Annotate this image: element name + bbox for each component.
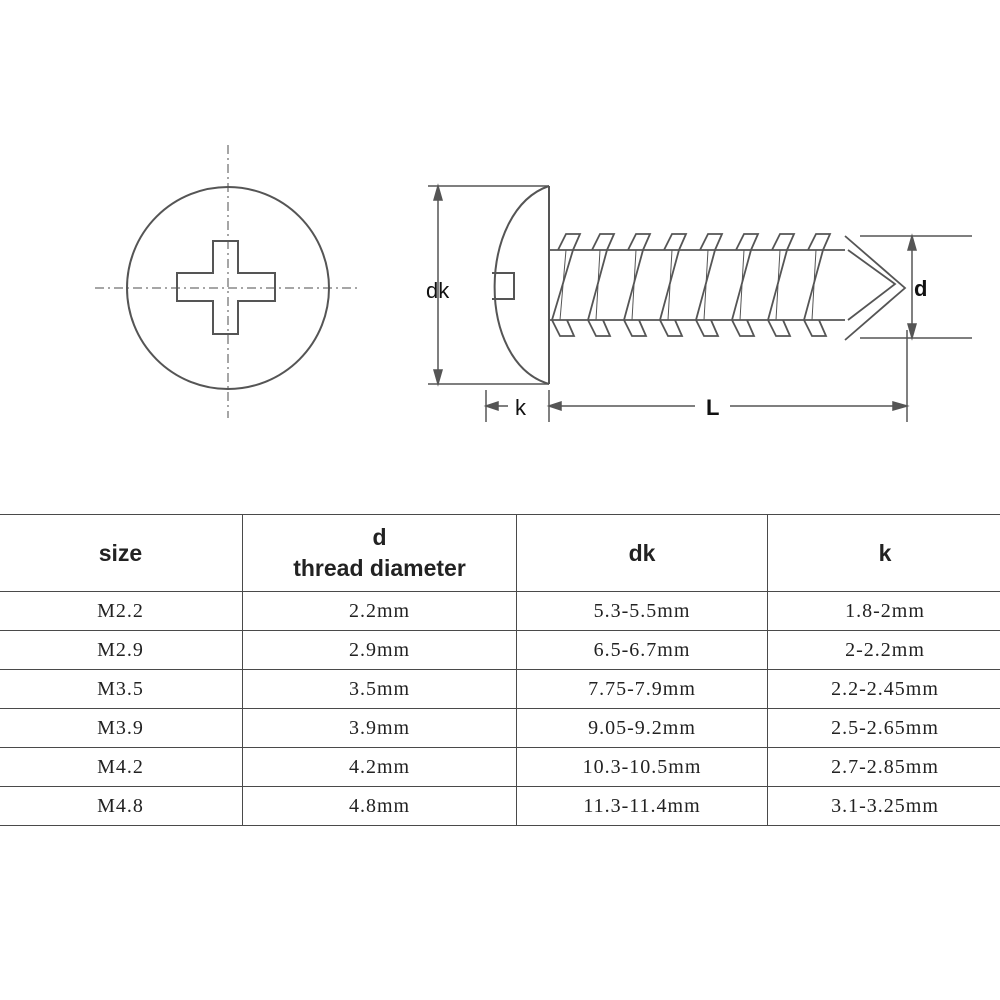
d-arrow-top <box>907 233 917 251</box>
cell-dk: 11.3-11.4mm <box>516 786 768 826</box>
dimension-lines <box>428 183 972 422</box>
k-label: k <box>515 395 527 420</box>
cell-d: 4.2mm <box>242 747 517 787</box>
table-row: M4.2 4.2mm 10.3-10.5mm 2.7-2.85mm <box>0 747 1000 787</box>
head-slot <box>492 272 515 300</box>
screw-side-view <box>492 185 907 385</box>
header-d-description: thread diameter <box>293 555 466 581</box>
table-row: M2.2 2.2mm 5.3-5.5mm 1.8-2mm <box>0 591 1000 631</box>
header-d-symbol: d <box>372 524 387 550</box>
header-d: d thread diameter <box>242 514 517 592</box>
cell-k: 2.5-2.65mm <box>767 708 1000 748</box>
d-label: d <box>914 276 927 301</box>
cell-size: M3.5 <box>0 669 243 709</box>
screw-head-top-view <box>95 145 358 418</box>
dk-arrow-bottom <box>433 369 443 387</box>
cell-dk: 6.5-6.7mm <box>516 630 768 670</box>
d-arrow-bottom <box>907 323 917 341</box>
table-row: M3.5 3.5mm 7.75-7.9mm 2.2-2.45mm <box>0 669 1000 709</box>
cell-size: M4.8 <box>0 786 243 826</box>
threaded-shank <box>549 233 907 341</box>
header-dk: dk <box>516 514 768 592</box>
phillips-cross-recess <box>176 240 276 335</box>
cell-k: 1.8-2mm <box>767 591 1000 631</box>
screw-technical-drawing: dk d k L <box>95 145 972 422</box>
table-row: M3.9 3.9mm 9.05-9.2mm 2.5-2.65mm <box>0 708 1000 748</box>
cell-k: 2.7-2.85mm <box>767 747 1000 787</box>
header-k: k <box>767 514 1000 592</box>
cell-size: M4.2 <box>0 747 243 787</box>
table-row: M4.8 4.8mm 11.3-11.4mm 3.1-3.25mm <box>0 786 1000 826</box>
L-arrow-left <box>546 400 562 412</box>
cell-dk: 7.75-7.9mm <box>516 669 768 709</box>
cell-k: 2-2.2mm <box>767 630 1000 670</box>
dk-label: dk <box>426 278 450 303</box>
table-header-row: size d thread diameter dk k <box>0 514 1000 592</box>
cell-d: 3.9mm <box>242 708 517 748</box>
table-row: M2.9 2.9mm 6.5-6.7mm 2-2.2mm <box>0 630 1000 670</box>
screw-size-table: size d thread diameter dk k M2.2 2.2mm 5… <box>0 514 1000 826</box>
screw-head-dome <box>493 185 550 385</box>
cell-d: 4.8mm <box>242 786 517 826</box>
cell-k: 2.2-2.45mm <box>767 669 1000 709</box>
cell-d: 2.2mm <box>242 591 517 631</box>
cell-size: M2.2 <box>0 591 243 631</box>
cell-size: M2.9 <box>0 630 243 670</box>
L-label: L <box>706 395 719 420</box>
header-size: size <box>0 514 243 592</box>
head-outline-circle <box>126 186 330 390</box>
dk-arrow-top <box>433 183 443 201</box>
cell-k: 3.1-3.25mm <box>767 786 1000 826</box>
cell-dk: 10.3-10.5mm <box>516 747 768 787</box>
L-arrow-right <box>892 401 910 411</box>
cell-dk: 5.3-5.5mm <box>516 591 768 631</box>
cell-d: 2.9mm <box>242 630 517 670</box>
cell-size: M3.9 <box>0 708 243 748</box>
cell-dk: 9.05-9.2mm <box>516 708 768 748</box>
k-arrow-left <box>483 400 499 412</box>
cell-d: 3.5mm <box>242 669 517 709</box>
